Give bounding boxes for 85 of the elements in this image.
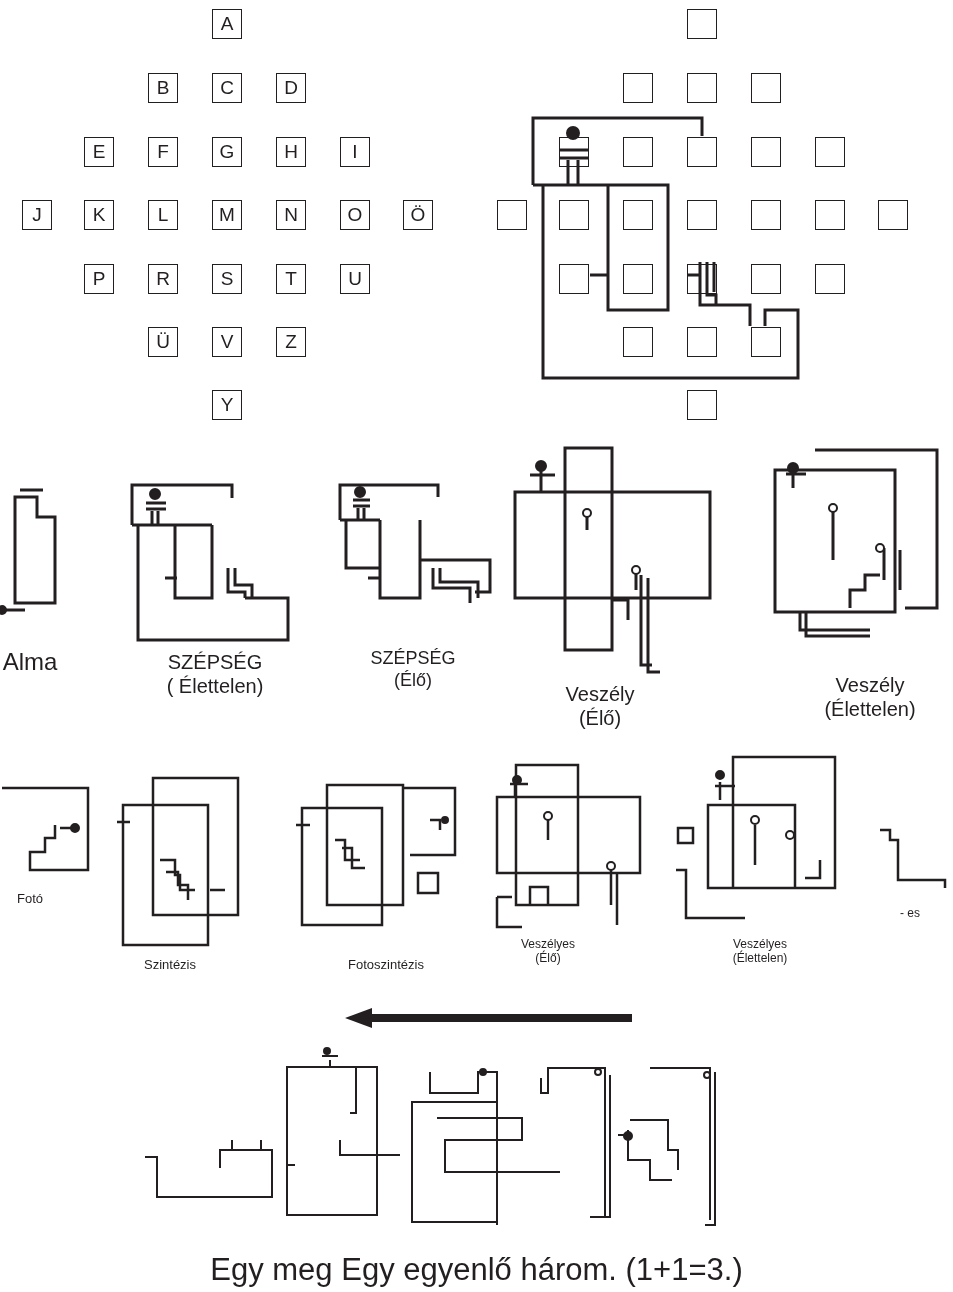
empty-box [497, 200, 527, 230]
letter-box [212, 9, 242, 39]
empty-box [687, 200, 717, 230]
empty-box [559, 200, 589, 230]
letter: F [157, 141, 169, 163]
letter: A [220, 13, 234, 35]
caption-text: - es [899, 906, 921, 921]
letter-box [22, 200, 52, 230]
letter-box [340, 200, 370, 230]
caption-text: Fotó [16, 891, 44, 907]
letter: Y [220, 394, 234, 416]
empty-box [815, 200, 845, 230]
letter-box [212, 264, 242, 294]
letter: M [219, 204, 235, 226]
caption: Egy meg Egy egyenlő három. (1+1=3.) [209, 1252, 744, 1288]
letter: Ü [156, 331, 170, 353]
caption-text: Alma [1, 648, 59, 677]
letter: O [347, 204, 363, 226]
letter: V [220, 331, 234, 353]
letter-box [148, 264, 178, 294]
empty-box [687, 390, 717, 420]
caption-text: Szintézis [143, 957, 197, 973]
empty-box [751, 137, 781, 167]
letter: Z [285, 331, 297, 353]
letter: H [284, 141, 298, 163]
letter-box [276, 73, 306, 103]
letter-box [276, 200, 306, 230]
letter-box [212, 390, 242, 420]
caption-text: SZÉPSÉG (Élő) [369, 648, 457, 692]
letter: N [284, 204, 298, 226]
letter: E [92, 141, 106, 163]
caption-text: Fotoszintézis [347, 957, 425, 973]
empty-box [751, 264, 781, 294]
letter-box [148, 73, 178, 103]
letter-box [276, 327, 306, 357]
empty-box [687, 73, 717, 103]
letter-box [148, 200, 178, 230]
letter: T [285, 268, 297, 290]
empty-box [751, 200, 781, 230]
letter-box [148, 137, 178, 167]
letter: L [157, 204, 169, 226]
letter-box [84, 264, 114, 294]
letter: Ö [410, 204, 426, 226]
letter: P [92, 268, 106, 290]
letter-box [212, 200, 242, 230]
letter-box [84, 137, 114, 167]
empty-box [623, 264, 653, 294]
letter: R [156, 268, 170, 290]
letter-box [403, 200, 433, 230]
empty-box [815, 264, 845, 294]
letter: J [32, 204, 42, 226]
empty-box [687, 327, 717, 357]
empty-box [559, 264, 589, 294]
letter-box [148, 327, 178, 357]
letter: K [92, 204, 106, 226]
letter: D [284, 77, 298, 99]
letter-box [212, 327, 242, 357]
empty-box [623, 327, 653, 357]
caption-text: Veszély (Élő) [564, 682, 636, 730]
letter: B [156, 77, 170, 99]
letter: G [219, 141, 235, 163]
empty-box [878, 200, 908, 230]
letter-box [212, 73, 242, 103]
caption-text: Veszélyes (Élettelen) [731, 937, 789, 966]
empty-box [623, 200, 653, 230]
letter-box [276, 137, 306, 167]
caption-text: Veszélyes (Élő) [520, 937, 576, 966]
empty-box [623, 73, 653, 103]
letter: S [220, 268, 234, 290]
letter-box [340, 264, 370, 294]
empty-box [623, 137, 653, 167]
letter-box [84, 200, 114, 230]
empty-box [687, 9, 717, 39]
letter-box [276, 264, 306, 294]
caption-text: SZÉPSÉG ( Élettelen) [165, 650, 265, 698]
empty-box [751, 73, 781, 103]
letter: C [220, 77, 234, 99]
letter: I [352, 141, 358, 163]
empty-box [815, 137, 845, 167]
letter: U [348, 268, 362, 290]
caption-text: Veszély (Élettelen) [823, 673, 917, 721]
empty-box [687, 137, 717, 167]
letter-box [340, 137, 370, 167]
empty-box [751, 327, 781, 357]
letter-box [212, 137, 242, 167]
